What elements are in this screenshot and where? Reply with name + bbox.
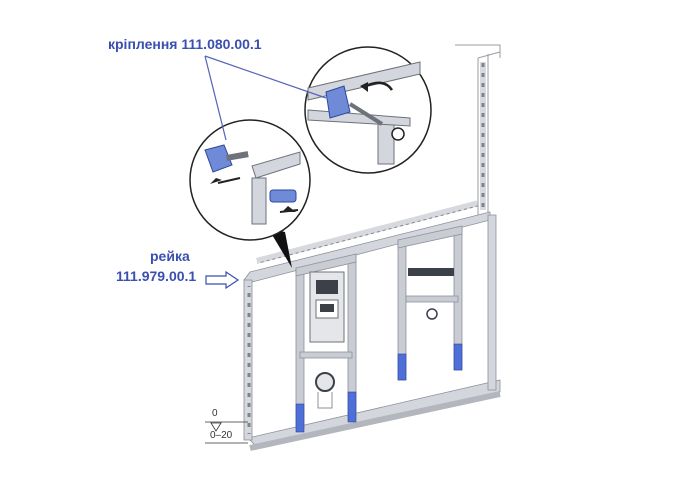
rail-name-label: рейка — [150, 248, 190, 264]
level-zero-label: 0 — [212, 408, 218, 419]
level-range-label: 0–20 — [210, 430, 233, 441]
wc-module — [295, 253, 357, 433]
rail-arrow-icon — [205, 270, 240, 290]
wc-leg-left — [295, 403, 305, 433]
left-upright-holes — [245, 286, 251, 434]
rail-frame — [243, 200, 501, 451]
basin-leg-right — [453, 343, 463, 371]
fixing-label: кріплення 111.080.00.1 — [108, 36, 262, 52]
detail-circle-left — [189, 119, 311, 241]
drain-pipe — [315, 372, 335, 392]
basin-module — [397, 225, 463, 381]
rail-code-label: 111.979.00.1 — [116, 268, 197, 284]
basin-leg-left — [397, 353, 407, 381]
top-rail-holes — [256, 200, 479, 264]
water-fitting — [426, 308, 438, 320]
fixing-leader-lines — [204, 55, 327, 141]
detail-pointer — [268, 228, 292, 268]
floor-level-marker — [205, 421, 248, 444]
wc-leg-right — [347, 391, 357, 423]
wall-panel-holes — [480, 62, 486, 210]
detail-circle-right — [304, 46, 432, 174]
wall-panel — [455, 44, 501, 218]
